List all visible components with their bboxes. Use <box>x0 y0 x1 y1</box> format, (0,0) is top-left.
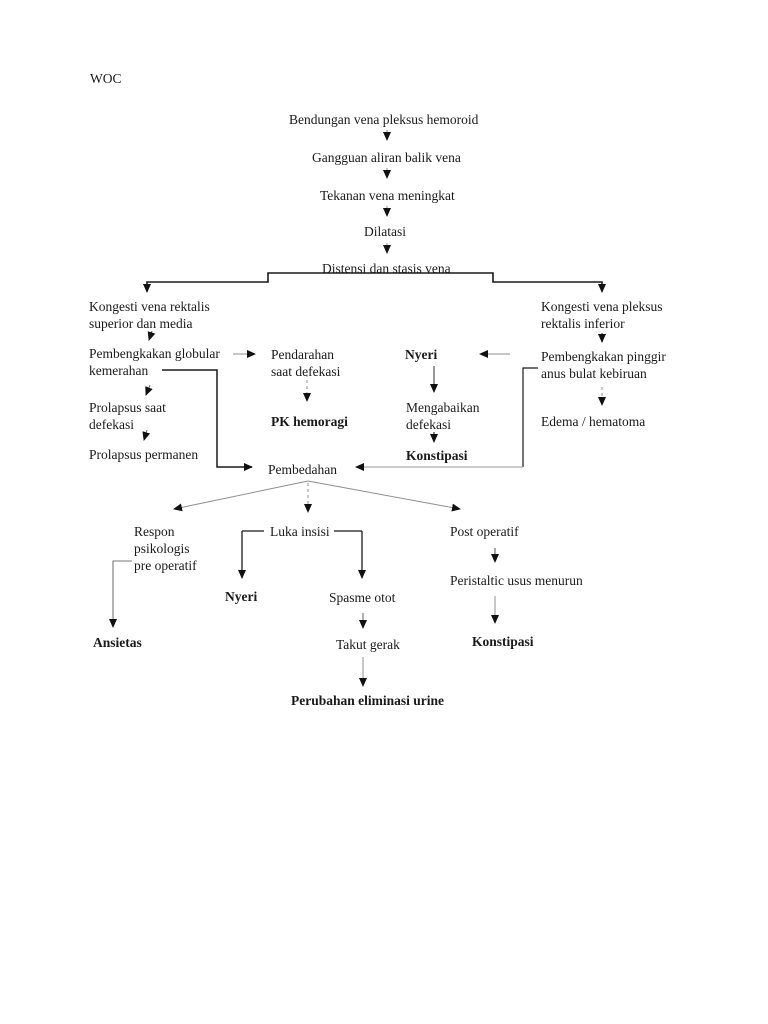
node-perubahan: Perubahan eliminasi urine <box>291 693 445 708</box>
node-pembengkakan-pinggir: Pembengkakan pinggir anus bulat kebiruan <box>541 349 666 381</box>
node-ansietas: Ansietas <box>93 635 142 650</box>
arrow-pembengkakan-prolapsus-saat <box>145 384 153 396</box>
arrow-pembedahan-post-operatif <box>307 480 461 512</box>
node-peristaltic: Peristaltic usus menurun <box>450 573 583 588</box>
node-edema: Edema / hematoma <box>541 414 646 429</box>
node-respon: Respon psikologis pre operatif <box>134 524 197 573</box>
node-dilatasi: Dilatasi <box>364 224 406 239</box>
node-takut: Takut gerak <box>336 637 400 652</box>
node-spasme: Spasme otot <box>329 590 396 605</box>
node-konstipasi-1: Konstipasi <box>406 448 468 463</box>
node-post-operatif: Post operatif <box>450 524 519 539</box>
node-nyeri-2: Nyeri <box>225 589 258 604</box>
node-prolapsus-permanen: Prolapsus permanen <box>89 447 199 462</box>
arrow-kongesti-rektalis-pembengkakan <box>147 330 156 341</box>
node-luka-insisi: Luka insisi <box>270 524 330 539</box>
node-kongesti-pleksus: Kongesti vena pleksus rektalis inferior <box>541 299 663 331</box>
node-mengabaikan: Mengabaikan defekasi <box>406 400 480 432</box>
arrow-pembedahan-respon <box>173 480 309 512</box>
page-label-woc: WOC <box>90 71 122 86</box>
node-pendarahan: Pendarahan saat defekasi <box>271 347 341 379</box>
node-distensi: Distensi dan stasis vena <box>322 261 451 276</box>
elbow-pinggir-down <box>522 367 538 467</box>
node-pembedahan: Pembedahan <box>268 462 337 477</box>
node-nyeri-1: Nyeri <box>405 347 438 362</box>
arrow-respon-ansietas <box>109 560 132 628</box>
node-gangguan: Gangguan aliran balik vena <box>312 150 461 165</box>
node-pk-hemoragi: PK hemoragi <box>271 414 348 429</box>
node-tekanan: Tekanan vena meningkat <box>320 188 455 203</box>
node-konstipasi-2: Konstipasi <box>472 634 534 649</box>
node-bendungan: Bendungan vena pleksus hemoroid <box>289 112 479 127</box>
node-kongesti-rektalis: Kongesti vena rektalis superior dan medi… <box>89 299 210 331</box>
node-prolapsus-saat: Prolapsus saat defekasi <box>89 400 166 432</box>
node-pembengkakan-globular: Pembengkakan globular kemerahan <box>89 346 220 378</box>
